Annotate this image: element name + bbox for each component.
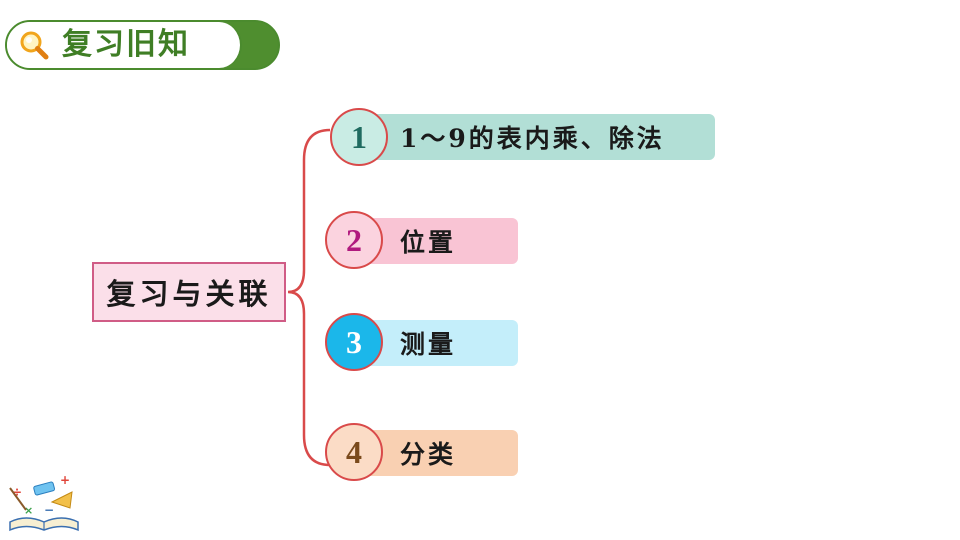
svg-text:+: + xyxy=(60,473,70,487)
topic-bar-4: 分类 xyxy=(360,430,518,476)
topic-bar-3: 测量 xyxy=(360,320,518,366)
section-header: 复习旧知 xyxy=(5,20,280,70)
topic-bar-1: 1～9的表内乘、除法 xyxy=(360,114,715,160)
svg-text:−: − xyxy=(44,503,54,517)
svg-text:÷: ÷ xyxy=(12,485,22,499)
magnifier-icon xyxy=(20,31,49,60)
topic-label-1: 1～9的表内乘、除法 xyxy=(400,124,665,153)
center-topic-box: 复习与关联 xyxy=(92,262,286,322)
topic-number-2: 2 xyxy=(325,211,383,269)
topic-bar-2: 位置 xyxy=(360,218,518,264)
topic-label-4: 分类 xyxy=(400,440,457,469)
topic-number-4: 4 xyxy=(325,423,383,481)
svg-text:×: × xyxy=(24,504,33,517)
center-topic-label: 复习与关联 xyxy=(106,277,272,311)
topic-label-3: 测量 xyxy=(400,330,457,359)
topic-number-1: 1 xyxy=(330,108,388,166)
section-title: 复习旧知 xyxy=(62,27,190,62)
section-header-inner: 复习旧知 xyxy=(7,22,242,68)
curly-brace xyxy=(287,128,331,467)
topic-number-3: 3 xyxy=(325,313,383,371)
math-book-icon: ÷ + × − xyxy=(9,473,79,532)
topic-label-2: 位置 xyxy=(400,228,457,257)
